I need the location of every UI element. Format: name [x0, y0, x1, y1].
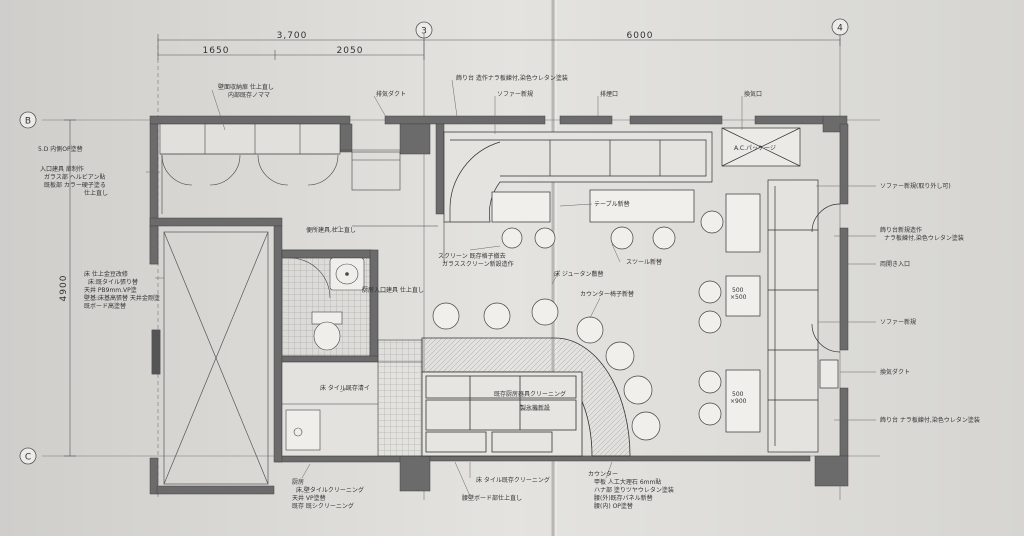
note-mid-3: ガラススクリーン新設造作: [442, 260, 514, 268]
walls: [149, 115, 849, 495]
note-mid-1: テーブル新替: [594, 200, 630, 208]
leader-lines: [146, 79, 876, 497]
note-bot-2: 天井 VP塗替: [292, 494, 326, 502]
svg-text:3: 3: [421, 27, 427, 37]
note-bot-0: 厨房: [292, 478, 304, 486]
grid-bubble-4: 4: [831, 18, 849, 36]
top-notes: 壁面収納扉 仕上直し 内部既存ノママ 排気ダクト 飾り台 造作ナラ板練付,染色ウ…: [218, 74, 776, 152]
note-left-5: 床 仕上金豆改修: [84, 270, 128, 278]
note-bot-9: 腰(外)既存パネル新替: [594, 494, 653, 502]
note-top-4: ソファー新規: [497, 90, 533, 98]
table-stools: [501, 210, 724, 250]
note-left-3: 既板部 カラー硬子塗る: [44, 181, 106, 189]
note-mid-8: 床 タイル既存清イ: [320, 384, 370, 392]
dim-1650: 1650: [203, 46, 230, 56]
note-top-6: 換気口: [744, 90, 762, 98]
note-left-1: 入口建具 扉制作: [40, 165, 84, 173]
right-stools: [698, 280, 722, 426]
dim-4900: 4900: [59, 275, 69, 302]
note-mid-10: 製氷機新設: [520, 404, 550, 412]
banquette-sofa: [443, 131, 713, 223]
note-bot-7: 甲板 人工大理石 6mm貼: [594, 478, 661, 486]
bar-counter: [421, 337, 631, 457]
note-right-2: ナラ板練付,染色ウレタン塗装: [884, 234, 964, 242]
note-right-3: 両開き入口: [880, 261, 910, 268]
dimension-lines: [64, 34, 841, 457]
note-top-1: 内部既存ノママ: [228, 91, 270, 99]
dim-6000: 6000: [627, 31, 654, 41]
note-ac: A.C.パッケージ: [734, 145, 776, 152]
note-table-500c: 500: [732, 391, 744, 398]
dim-3700: 3,700: [277, 31, 308, 41]
note-top-5: 排煙口: [600, 90, 618, 98]
left-notes: 5.D 内側OP塗替 入口建具 扉制作 ガラス部 ヘルビアン貼 既板部 カラー硬…: [38, 145, 160, 310]
middle-notes: 便所建具 仕上直し テーブル新替 スクリーン 既存格子撤去 ガラススクリーン新設…: [306, 200, 747, 412]
note-left-7: 天井 PB9mm.VP塗: [84, 286, 137, 294]
toilet-room: [281, 249, 379, 363]
note-mid-2: スクリーン 既存格子撤去: [438, 252, 506, 260]
note-left-6: 床:既タイル張り替: [88, 278, 138, 286]
note-mid-6: 厨房入口建具 仕上直し: [362, 286, 424, 294]
note-mid-5: 床 ジュータン敷替: [554, 270, 604, 278]
note-bot-1: 床,壁タイルクリーニング: [296, 486, 364, 494]
kitchen: [281, 339, 423, 457]
note-bot-5: 腰壁ボード部仕上直し: [462, 494, 522, 502]
right-seating: [725, 179, 819, 453]
note-right-0: ソファー新規(取り外し可): [880, 182, 951, 190]
note-right-1: 飾り台新規造作: [880, 226, 922, 234]
note-bot-4: 床 タイル既存クリーニング: [476, 476, 550, 484]
note-mid-0: 便所建具 仕上直し: [306, 226, 356, 234]
note-bot-10: 腰(内) OP塗替: [594, 502, 633, 510]
grid-bubble-b: B: [19, 111, 37, 129]
note-right-6: 飾り台 ナラ板練付,染色ウレタン塗装: [880, 416, 980, 424]
right-notes: ソファー新規(取り外し可) 飾り台新規造作 ナラ板練付,染色ウレタン塗装 両開き…: [880, 182, 980, 424]
note-right-4: ソファー新規: [880, 318, 916, 326]
note-mid-4: スツール新替: [626, 258, 662, 266]
note-right-5: 換気ダクト: [880, 368, 910, 376]
note-left-9: 既ボード高塗替: [84, 302, 126, 310]
bar-stools: [432, 298, 661, 441]
note-mid-7: カウンター椅子新替: [580, 290, 634, 298]
note-left-0: 5.D 内側OP塗替: [38, 145, 83, 153]
note-top-0: 壁面収納扉 仕上直し: [218, 83, 274, 91]
elevator-shaft: [151, 231, 269, 485]
bottom-notes: 厨房 床,壁タイルクリーニング 天井 VP塗替 既存 既シクリーニング 床 タイ…: [292, 470, 674, 510]
svg-text:C: C: [25, 453, 31, 463]
note-bot-8: ハナ部 塗りツヤウレタン塗装: [594, 486, 674, 494]
note-top-2: 排気ダクト: [376, 90, 406, 98]
note-mid-9: 既存厨房器具クリーニング: [494, 390, 566, 398]
dim-2050: 2050: [337, 46, 364, 56]
svg-text:4: 4: [837, 24, 843, 34]
note-bot-3: 既存 既シクリーニング: [292, 502, 354, 510]
svg-text:B: B: [25, 117, 31, 127]
note-left-4: 仕上直し: [84, 189, 108, 197]
note-table-900: ×900: [730, 398, 747, 405]
storage-closet: [159, 123, 401, 214]
glass-screen: [352, 222, 445, 262]
note-table-500b: ×500: [730, 294, 747, 301]
note-bot-6: カウンター: [588, 470, 618, 478]
note-left-2: ガラス部 ヘルビアン貼: [44, 173, 106, 181]
grid-bubble-c: C: [19, 447, 37, 465]
note-table-500a: 500: [732, 287, 744, 294]
note-left-8: 壁基:床基高張替 天井金剛塗: [84, 294, 160, 302]
ac-unit: [721, 127, 841, 389]
note-top-3: 飾り台 造作ナラ板練付,染色ウレタン塗装: [456, 74, 568, 82]
